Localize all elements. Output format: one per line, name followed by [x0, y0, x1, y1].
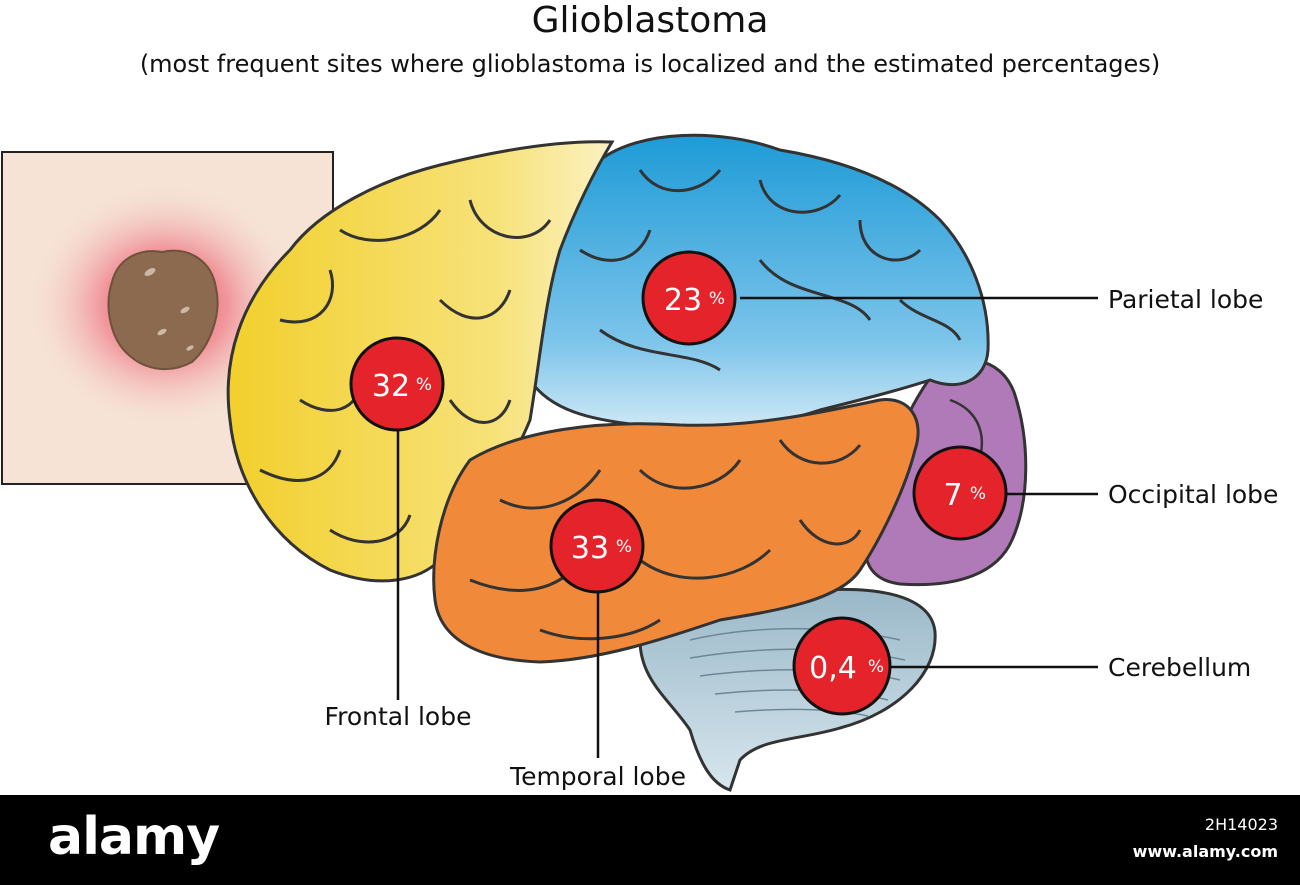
- label-cerebellum: Cerebellum: [1108, 653, 1251, 682]
- badge-temporal-unit: %: [616, 537, 632, 557]
- badge-parietal-unit: %: [709, 289, 725, 309]
- parietal-lobe-region: [528, 135, 989, 428]
- badge-occipital-value: 7: [943, 478, 962, 513]
- label-parietal-lobe: Parietal lobe: [1108, 285, 1263, 314]
- badge-frontal: 32 %: [351, 338, 443, 430]
- stock-footer: alamy 2H14023 www.alamy.com: [0, 795, 1300, 885]
- image-id: 2H14023: [1205, 815, 1278, 834]
- badge-temporal: 33 %: [551, 500, 643, 592]
- brain-diagram: 32 % 23 % 33 % 7 % 0,4 % Parietal lobe O…: [0, 0, 1300, 795]
- badge-temporal-value: 33: [571, 531, 609, 566]
- badge-parietal-value: 23: [664, 283, 702, 318]
- badge-frontal-unit: %: [416, 375, 432, 395]
- badge-occipital-unit: %: [970, 484, 986, 504]
- badge-cerebellum-unit: %: [868, 657, 884, 677]
- badge-cerebellum: 0,4 %: [794, 618, 890, 714]
- badge-cerebellum-value: 0,4: [809, 651, 857, 686]
- badge-occipital: 7 %: [914, 447, 1006, 539]
- badge-frontal-value: 32: [372, 369, 410, 404]
- tumor-mass: [109, 251, 218, 369]
- label-frontal-lobe: Frontal lobe: [325, 702, 472, 731]
- badge-parietal: 23 %: [643, 252, 735, 344]
- alamy-logo: alamy: [48, 807, 219, 867]
- label-occipital-lobe: Occipital lobe: [1108, 480, 1278, 509]
- image-url: www.alamy.com: [1133, 842, 1278, 861]
- label-temporal-lobe: Temporal lobe: [509, 762, 686, 791]
